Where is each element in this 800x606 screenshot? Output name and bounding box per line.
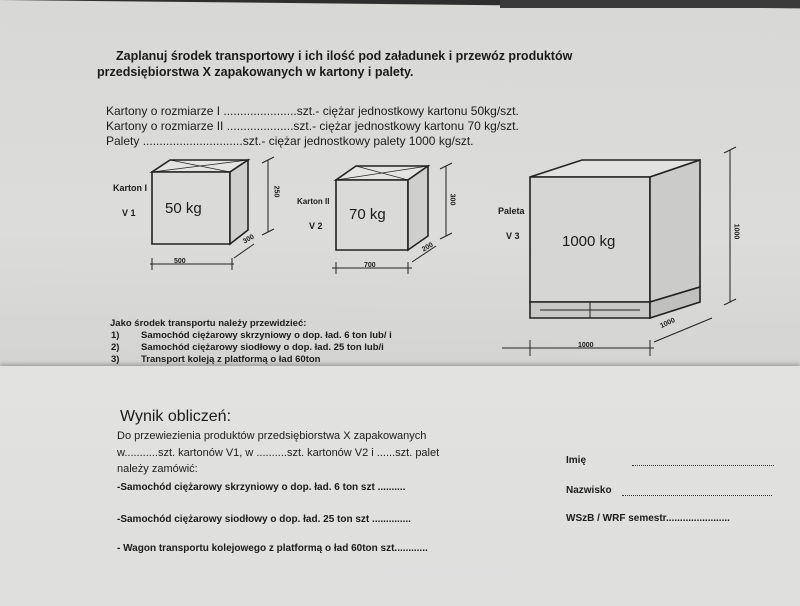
order-line-1: -Samochód ciężarowy skrzyniowy o dop. ła… [117,482,406,493]
school-semester-label: WSzB / WRF semestr......................… [566,513,730,524]
dark-background-corner [500,0,800,8]
item-fill: ......................szt.- ciężar jedno… [223,104,519,118]
item-fill: ....................szt.- ciężar jednost… [226,119,519,133]
carton-1-dim-height: 250 [272,185,280,198]
last-name-field[interactable] [622,495,772,496]
first-name-field[interactable] [632,465,774,466]
item-row-carton-2: Kartony o rozmiarze II .................… [106,119,519,133]
worksheet-lower-page [0,366,800,606]
carton-2-weight: 70 kg [349,206,386,223]
order-line-2: -Samochód ciężarowy siodłowy o dop. ład.… [117,514,411,525]
item-name: Kartony o rozmiarze I [106,104,221,118]
carton-2-dim-width: 700 [364,262,376,269]
result-line-1: Do przewiezienia produktów przedsiębiors… [117,430,427,442]
carton-1-dim-width: 500 [174,258,186,265]
pallet-weight: 1000 kg [562,233,616,250]
carton-2-dim-height: 300 [448,193,456,206]
carton-2-code: V 2 [309,221,323,231]
result-line-2: w...........szt. kartonów V1, w ........… [117,447,440,459]
order-line-3: - Wagon transportu kolejowego z platform… [117,543,428,554]
result-line-3: należy zamówić: [117,463,198,475]
carton-1-weight: 50 kg [165,200,202,217]
task-title-line-2: przedsiębiorstwa X zapakowanych w karton… [97,65,414,79]
pallet-dim-height: 1000 [732,223,740,240]
carton-1-code: V 1 [122,208,136,218]
pallet-label: Paleta [498,206,525,216]
item-row-pallet: Palety ..............................szt… [106,134,474,148]
first-name-label: Imię [566,455,587,466]
transport-option-2: 2) Samochód ciężarowy siodłowy o dop. ład… [111,342,384,354]
carton-1-label: Karton I [113,183,148,193]
result-heading: Wynik obliczeń: [120,408,232,425]
item-name: Palety [106,134,140,148]
pallet-drawing [502,146,737,356]
transport-option-3: 3) Transport koleją z platformą o ład 60t… [111,354,320,366]
carton-1-drawing [149,156,275,270]
transport-intro: Jako środek transportu należy przewidzie… [110,318,307,329]
transport-option-1: 1) Samochód ciężarowy skrzyniowy o dop. ł… [111,330,392,342]
carton-2-drawing [332,162,453,274]
transport-option-text: Samochód ciężarowy skrzyniowy o dop. ład… [141,330,392,341]
transport-option-number: 2) [111,342,120,353]
last-name-label: Nazwisko [566,485,612,496]
item-name: Kartony o rozmiarze II [106,119,224,133]
pallet-code: V 3 [506,231,520,241]
transport-option-text: Samochód ciężarowy siodłowy o dop. ład. … [141,342,384,353]
transport-option-text: Transport koleją z platformą o ład 60ton [141,354,321,365]
transport-option-number: 3) [111,354,120,365]
item-row-carton-1: Kartony o rozmiarze I ..................… [106,104,519,118]
pallet-dim-width: 1000 [578,342,594,349]
carton-2-label: Karton II [297,197,330,206]
task-title-line-1: Zaplanuj środek transportowy i ich ilość… [116,49,573,63]
transport-option-number: 1) [111,330,120,341]
item-fill: ..............................szt.- cięż… [142,134,474,148]
